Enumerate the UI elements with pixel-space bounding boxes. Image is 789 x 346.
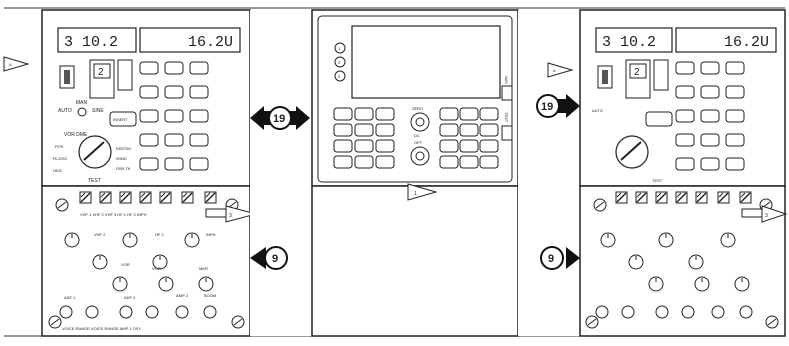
svg-text:AMP 2: AMP 2 — [176, 293, 189, 298]
callout-3-right: 3 — [765, 213, 768, 219]
center-unit: 1 2 3 ZERO DC OFF NAV TEST 1 — [311, 9, 519, 337]
display-left-text-right: 3 10.2 — [602, 34, 656, 51]
svg-text:VHF 1 VHF 2 VHF 3 HF 1 HF: VHF 1 VHF 2 VHF 3 HF 1 HF 2 INPH — [80, 212, 147, 217]
callout-19-left: 19 — [273, 113, 285, 125]
svg-text:HF 2: HF 2 — [155, 232, 164, 237]
svg-text:ADF 1: ADF 1 — [64, 295, 76, 300]
test-label: TEST — [88, 178, 101, 184]
svg-text:VHF 2: VHF 2 — [94, 232, 106, 237]
man-label: MAN — [76, 100, 88, 106]
svg-text:WIND: WIND — [116, 156, 127, 161]
sine-label: SINE — [92, 108, 104, 114]
right-unit: 3 10.2 16.2U 2 AUTO TEST A — [547, 9, 788, 337]
left-selector-knob[interactable] — [78, 135, 112, 169]
svg-text:MKR: MKR — [199, 266, 208, 271]
svg-text:DSR TK: DSR TK — [116, 166, 131, 171]
left-unit: 3 10.2 16.2U 2 AUTO MAN SINE INSERT VOR … — [3, 9, 258, 337]
test-label-right: TEST — [652, 178, 663, 183]
callout-19-right: 19 — [541, 101, 553, 113]
zero-label: ZERO — [412, 106, 423, 111]
off-label: OFF — [414, 140, 423, 145]
callout-9-left: 9 — [272, 253, 278, 265]
nav-tag: NAV — [504, 76, 509, 84]
callout-9-right: 9 — [548, 253, 554, 265]
row-2-label: 2 — [338, 60, 341, 65]
svg-text:2: 2 — [634, 67, 640, 78]
svg-text:ADF 2: ADF 2 — [124, 295, 136, 300]
svg-text:INPH: INPH — [206, 232, 216, 237]
svg-text:HDG: HDG — [53, 168, 62, 173]
auto-label: AUTO — [58, 108, 72, 114]
callout-a-right: A — [553, 68, 556, 73]
display-left-text: 3 10.2 — [64, 34, 118, 51]
display-right-text: 16.2U — [188, 34, 233, 51]
display-right-text-right: 16.2U — [724, 34, 769, 51]
svg-text:BOOM: BOOM — [204, 293, 216, 298]
svg-text:VOR: VOR — [152, 266, 161, 271]
display-left — [57, 27, 137, 53]
svg-text:TK-DSG: TK-DSG — [52, 156, 67, 161]
svg-text:VOR: VOR — [121, 262, 130, 267]
insert-label: INSERT — [113, 117, 128, 122]
callout-1: 1 — [414, 191, 417, 197]
row-3-label: 3 — [338, 74, 341, 79]
test-tag: TEST — [504, 112, 509, 123]
vor-dme-label: VOR DME — [64, 132, 88, 138]
svg-text:2: 2 — [98, 67, 104, 78]
callout-3-left: 3 — [229, 213, 232, 219]
row-1-label: 1 — [338, 46, 341, 51]
display-right — [139, 27, 241, 53]
svg-text:VOICE RANGE VOICE RANGE AM: VOICE RANGE VOICE RANGE AMP 1 OXY — [62, 326, 141, 331]
svg-text:DIS/TIM: DIS/TIM — [116, 146, 131, 151]
auto-label-right: AUTO — [592, 108, 603, 113]
dc-label: DC — [414, 133, 420, 138]
callout-a-left: A — [9, 62, 12, 67]
svg-text:POS: POS — [55, 144, 64, 149]
center-screen — [351, 25, 501, 99]
right-selector-knob[interactable] — [615, 135, 649, 169]
